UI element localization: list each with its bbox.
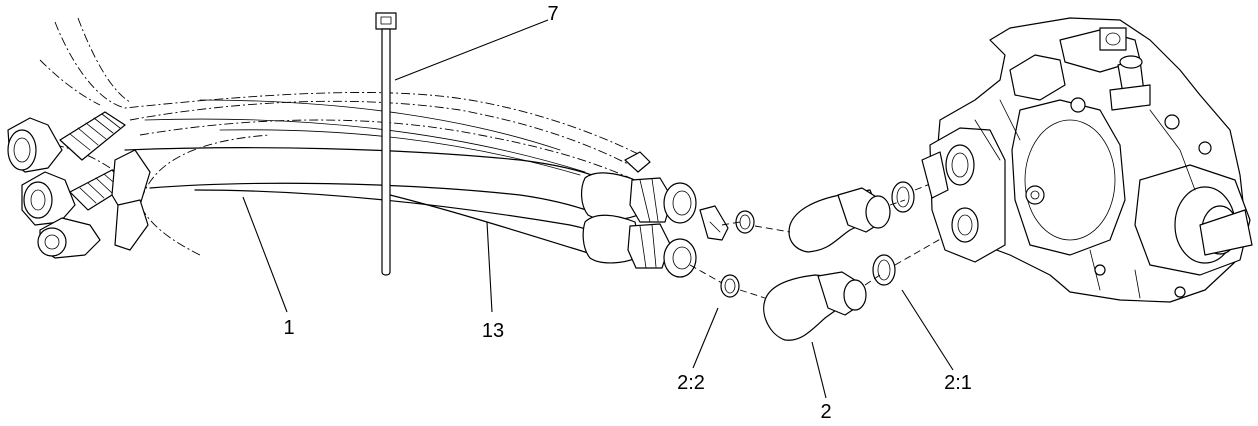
leader-2-1 [901, 289, 954, 371]
leader-7 [394, 19, 549, 81]
callout-7: 7 [547, 3, 558, 25]
phantom-hose-set [39, 17, 641, 256]
leader-1 [242, 196, 288, 313]
leader-2 [811, 341, 827, 399]
o-ring-upper-right [891, 181, 915, 213]
hose-1 [124, 99, 601, 213]
callout-2-2: 2:2 [677, 372, 705, 394]
leader-2-2 [692, 307, 719, 369]
left-fitting-cluster [7, 111, 151, 259]
o-ring-upper-left [735, 210, 755, 234]
hydraulic-pump [921, 17, 1253, 303]
o-ring-2-1 [872, 254, 896, 286]
cable-tie [375, 12, 397, 276]
elbow-fitting-lower [763, 271, 867, 341]
callout-2-1: 2:1 [944, 372, 972, 394]
lower-hose-end-fitting [582, 214, 697, 278]
leader-lines [242, 19, 954, 399]
elbow-fitting-upper [788, 187, 891, 253]
callout-1: 1 [283, 317, 294, 339]
callout-13: 13 [482, 320, 504, 342]
o-ring-2-2 [720, 274, 740, 298]
upper-hose-end-fitting [581, 151, 729, 241]
callout-2: 2 [820, 401, 831, 423]
leader-13 [486, 221, 493, 313]
hose-13 [194, 189, 606, 259]
callout-labels: 7 1 13 2:2 2 2:1 [283, 3, 971, 423]
